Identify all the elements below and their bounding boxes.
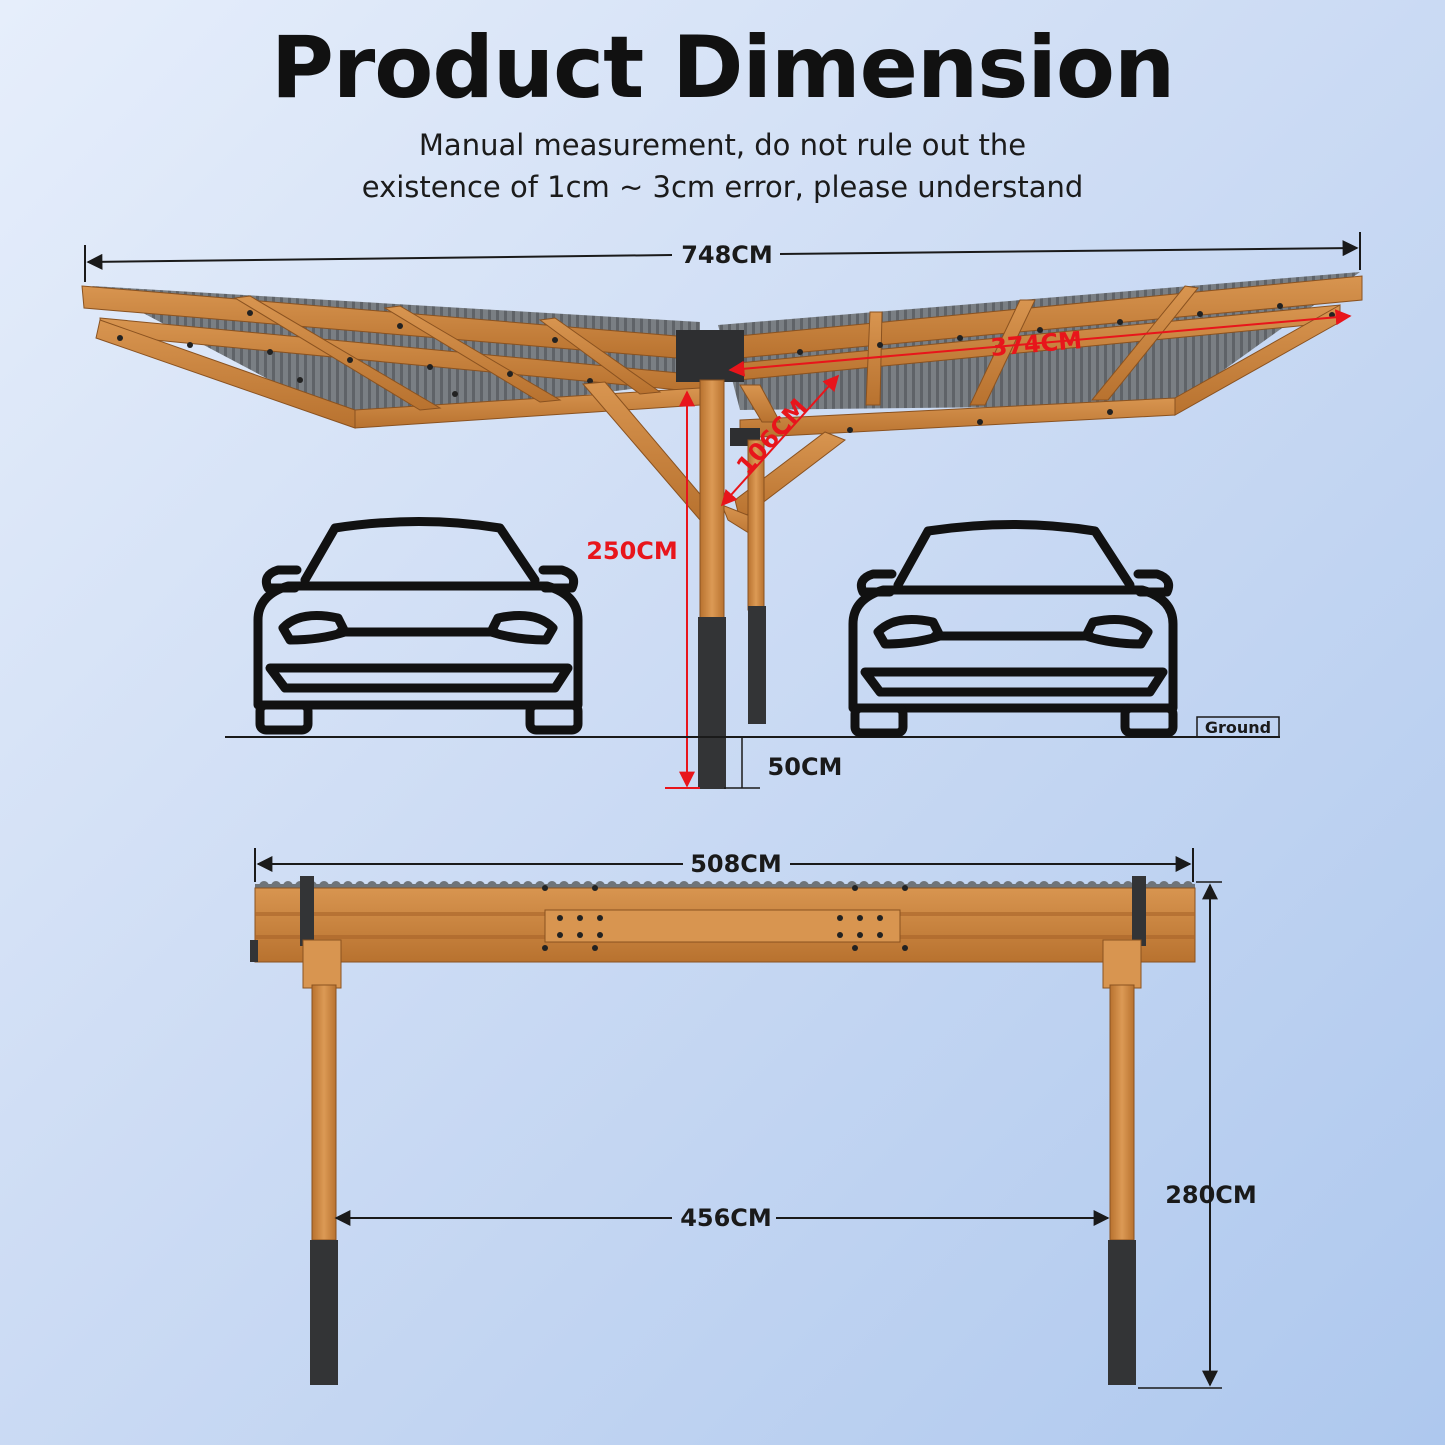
subtitle-line-1: Manual measurement, do not rule out the: [418, 128, 1027, 162]
center-bracket: [676, 330, 744, 382]
side-roof: [250, 881, 1196, 963]
page-title: Product Dimension: [270, 18, 1175, 118]
dimension-50: 50CM: [724, 738, 843, 789]
dimension-748-label: 748CM: [681, 241, 773, 269]
ground-label-box: [1196, 716, 1280, 738]
dimension-456-label: 456CM: [680, 1204, 772, 1232]
left-roof: [81, 285, 701, 429]
dimension-456: 456CM: [334, 1204, 1110, 1232]
dimension-250-label: 250CM: [586, 537, 678, 565]
dimension-280-label: 280CM: [1165, 1181, 1257, 1209]
front-post: [581, 379, 847, 789]
right-car-icon: [848, 520, 1178, 738]
left-car-icon: [253, 517, 583, 735]
ground-label: Ground: [1205, 718, 1271, 737]
dimension-374: 374CM: [728, 309, 1352, 377]
dimension-280: 280CM: [1138, 881, 1257, 1389]
dimension-508: 508CM: [254, 848, 1194, 882]
side-view: 508CM: [250, 848, 1257, 1389]
front-view: 748CM: [81, 232, 1363, 789]
dimension-50-label: 50CM: [768, 753, 843, 781]
side-right-post: [1102, 876, 1146, 1385]
dimension-250: 250CM: [586, 390, 700, 789]
dimension-508-label: 508CM: [690, 850, 782, 878]
subtitle-line-2: existence of 1cm ~ 3cm error, please und…: [361, 170, 1084, 204]
side-left-post: [300, 876, 342, 1385]
dimension-748: 748CM: [84, 232, 1361, 282]
